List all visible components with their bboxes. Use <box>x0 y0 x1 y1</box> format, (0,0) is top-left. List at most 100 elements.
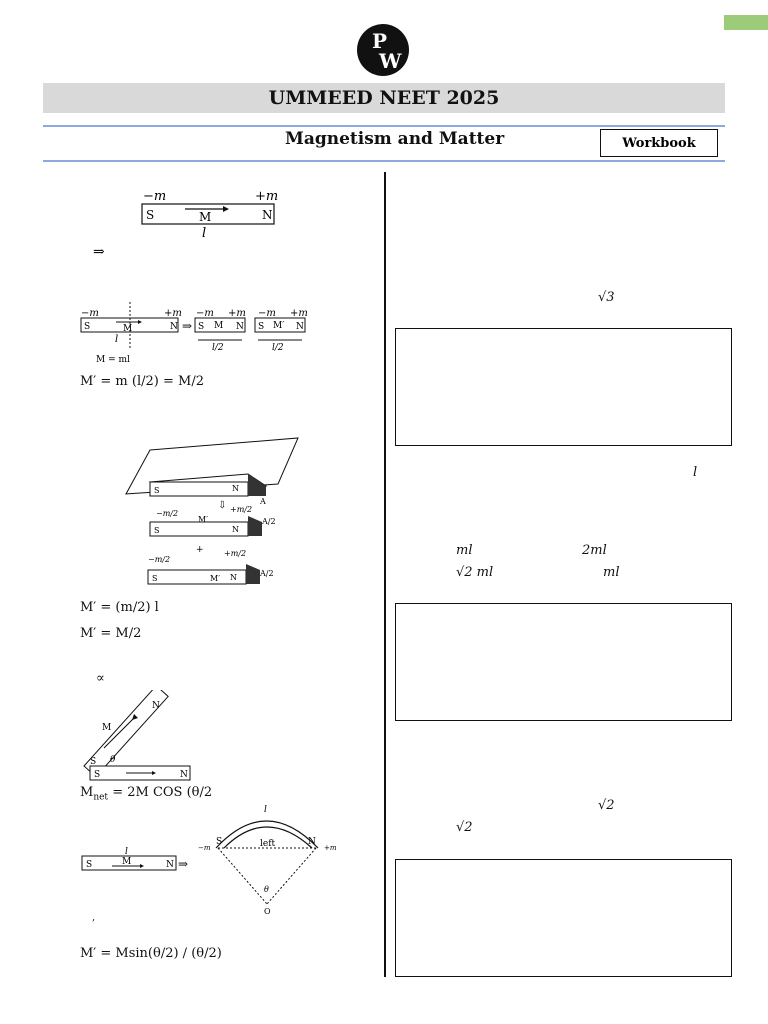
pw-logo: P W <box>357 24 409 76</box>
eq-axial-1: M′ = (m/2) l <box>80 600 159 615</box>
fig2-relation: M = ml <box>96 355 130 365</box>
fig2-half1-s: S <box>198 322 204 332</box>
header-rule-top <box>43 125 725 127</box>
answer-box-1[interactable] <box>395 328 732 446</box>
fig3-down: ⇩ <box>218 500 226 511</box>
fig3-s2: S <box>152 574 157 583</box>
fig5-s: S <box>86 860 92 870</box>
proportional-symbol: ∝ <box>96 671 105 686</box>
fig4-s-angled: S <box>90 757 96 767</box>
column-divider <box>384 172 386 977</box>
fig2-pos2: +m <box>228 308 246 319</box>
moment-arrowhead <box>223 206 229 212</box>
eq-net-m: M <box>80 785 94 800</box>
slab2-side <box>246 564 260 584</box>
fig4-m: M <box>102 723 111 733</box>
logo-letter-p: P <box>372 29 388 53</box>
fig5-pos: +m <box>324 844 337 852</box>
fig3-m1: M′ <box>198 515 208 524</box>
sqrt3-term: √3 <box>598 290 615 305</box>
fig3-plus: + <box>196 545 204 555</box>
label-length: l <box>202 226 206 241</box>
fig2-half2-n: N <box>296 322 304 332</box>
eq-net-sub: net <box>93 792 109 803</box>
fig5-arc-n: N <box>308 837 316 847</box>
length-term: l <box>693 465 698 480</box>
fig2-neg3: −m <box>258 308 276 319</box>
fig5-arc-inner <box>223 826 313 849</box>
option-a: ml <box>456 543 473 558</box>
fig2-arrowhead <box>138 320 142 324</box>
fig3-n2: N <box>230 573 237 582</box>
fig2-half2-m: M′ <box>273 321 284 331</box>
fig5-theta: θ <box>264 885 269 894</box>
fig-cut-magnet: −m +m S N M l M = ml ⇒ −m +m S N M l/2 −… <box>80 302 308 365</box>
fig3-n1: N <box>232 525 239 534</box>
label-pos-pole: +m <box>255 189 278 204</box>
fig5-neg: −m <box>198 844 211 852</box>
fig5-implies: ⇒ <box>178 857 188 871</box>
fig3-pos1: +m/2 <box>230 505 252 514</box>
implies-symbol: ⇒ <box>93 244 105 260</box>
fig2-half1-n: N <box>236 322 244 332</box>
fig5-center: O <box>264 907 271 916</box>
workbook-button[interactable]: Workbook <box>600 129 718 157</box>
fig2-implies: ⇒ <box>182 319 192 333</box>
fig4-theta: θ <box>110 755 116 765</box>
fig5-arc-label: left <box>260 839 276 849</box>
fig3-s: S <box>154 486 159 495</box>
fig2-half2-s: S <box>258 322 264 332</box>
fig5-arc-outer <box>215 820 319 849</box>
label-north: N <box>262 208 273 222</box>
fig2-half2 <box>254 317 306 333</box>
fig4-n: N <box>180 770 188 780</box>
fig2-pos: +m <box>164 308 182 319</box>
fig-axial-cut: S N A ⇩ −m/2 +m/2 M′ S N A/2 + −m/2 +m/2… <box>125 437 299 585</box>
eq-axial-2: M′ = M/2 <box>80 626 142 641</box>
fig4-s: S <box>94 770 100 780</box>
fig5-l: l <box>125 847 128 857</box>
fig5-arc-l: l <box>264 805 267 815</box>
fig5-arrowhead <box>140 864 144 868</box>
answer-box-2[interactable] <box>395 603 732 721</box>
fig3-neg1: −m/2 <box>156 509 178 518</box>
fig3-pos2: +m/2 <box>224 549 246 558</box>
fig-angled-magnets: M N S θ S N <box>83 690 191 781</box>
eq-net: Mnet = 2M COS (θ/2 <box>80 785 212 803</box>
fig2-half2-len: l/2 <box>272 343 284 353</box>
option-c: √2 ml <box>456 565 494 580</box>
fig3-area: A <box>259 497 266 506</box>
label-moment: M <box>199 210 211 224</box>
sqrt2-term-a: √2 <box>598 798 615 813</box>
option-d: ml <box>603 565 620 580</box>
fig2-m: M <box>123 324 132 334</box>
answer-box-3[interactable] <box>395 859 732 977</box>
apostrophe-mark: , <box>92 912 96 923</box>
chapter-title: Magnetism and Matter <box>285 129 505 149</box>
fig5-arc-s: S <box>216 837 222 847</box>
logo-letter-w: W <box>379 49 402 73</box>
fig2-l: l <box>115 334 118 345</box>
eq-transverse: M′ = m (l/2) = M/2 <box>80 374 204 389</box>
magnet-body <box>141 203 275 225</box>
fig3-m2: M′ <box>210 574 220 583</box>
corner-tab <box>724 15 768 30</box>
fig3-a2: A/2 <box>259 569 274 578</box>
sqrt2-term-b: √2 <box>456 820 473 835</box>
eq-transverse-rhs: = M/2 <box>162 374 204 389</box>
fig3-a1: A/2 <box>261 517 276 526</box>
fig5-radius-right <box>266 847 317 905</box>
fig3-n: N <box>232 484 239 493</box>
page-banner: UMMEED NEET 2025 <box>43 83 725 113</box>
fig5-radius-left <box>217 847 268 905</box>
fig2-neg2: −m <box>196 308 214 319</box>
fig2-s: S <box>84 322 90 332</box>
fig2-neg: −m <box>81 308 99 319</box>
slab-side <box>248 474 266 496</box>
fig4-n-angled: N <box>152 701 160 711</box>
label-neg-pole: −m <box>143 189 166 204</box>
fig-bar-magnet: −m +m S N M l <box>141 189 278 241</box>
fig5-n: N <box>166 860 174 870</box>
eq-bent: M′ = Msin(θ/2) / (θ/2) <box>80 946 222 961</box>
fig2-half1 <box>194 317 246 333</box>
